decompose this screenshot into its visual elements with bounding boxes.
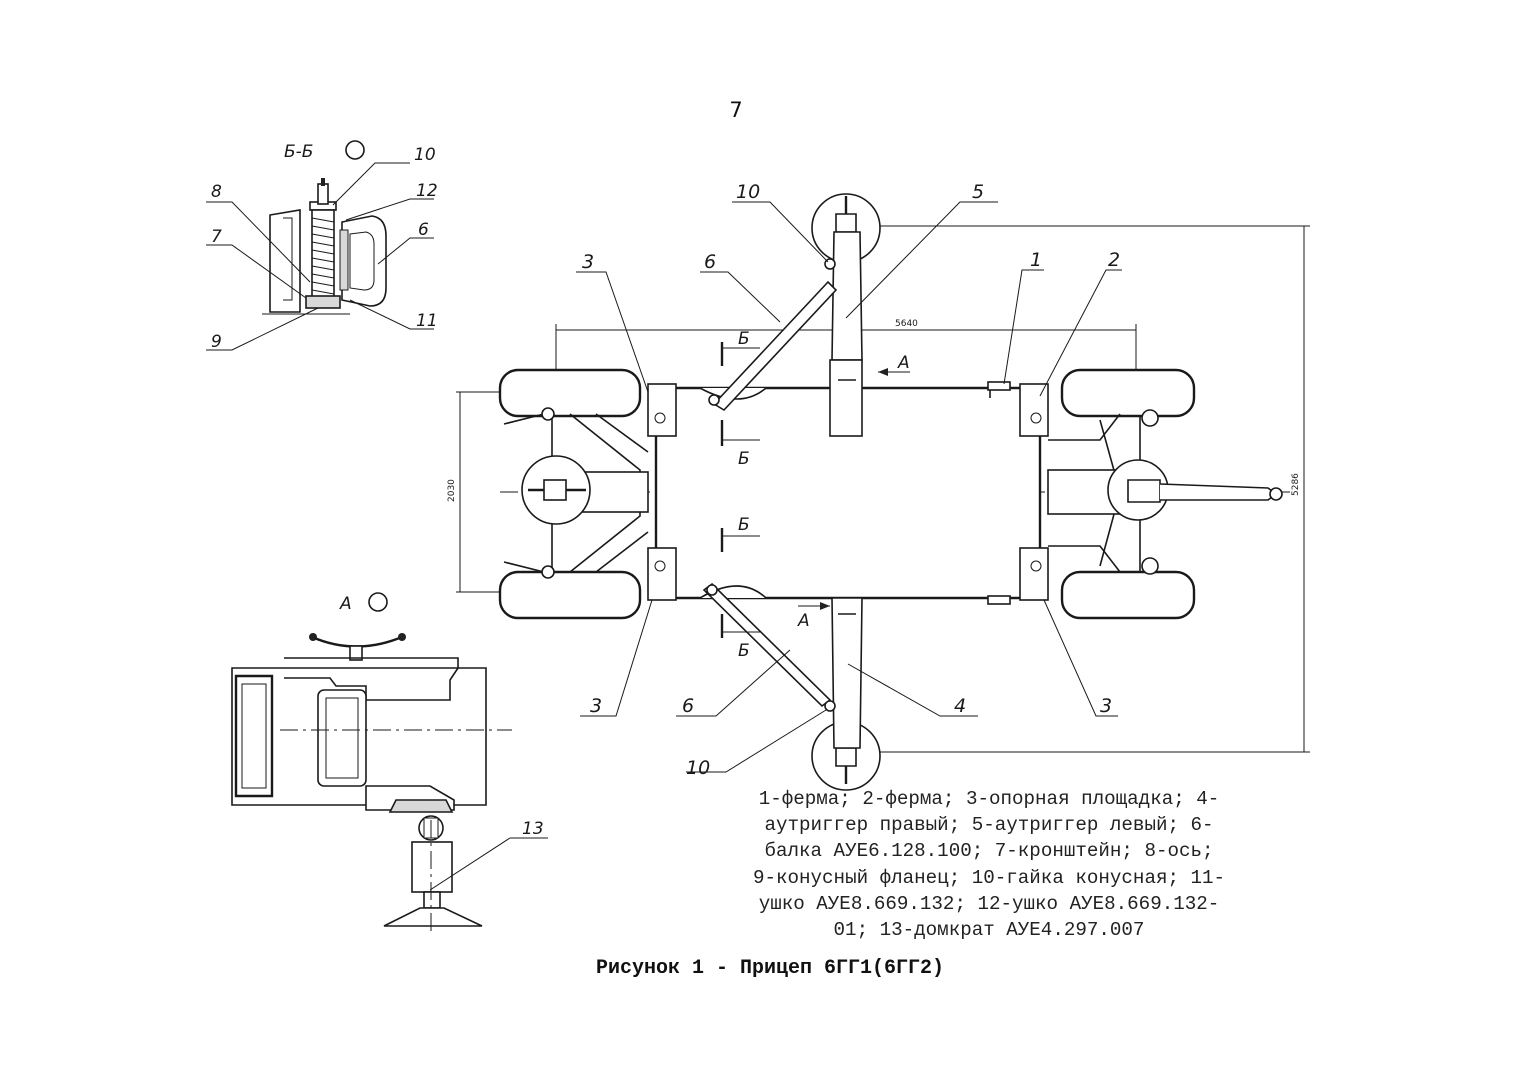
callout-10-top: 10	[736, 181, 760, 203]
section-bb-view: Б-Б	[206, 140, 438, 352]
page-number: 7	[729, 98, 743, 122]
dimension-length-value: 5640	[895, 319, 918, 329]
section-bb-symbol	[345, 140, 365, 160]
callout-6-bottom: 6	[682, 695, 694, 717]
callout-6-top: 6	[704, 251, 716, 273]
jack-foot	[383, 907, 483, 927]
view-a-symbol	[368, 592, 388, 612]
callout-9: 9	[211, 332, 222, 352]
figure-caption: Рисунок 1 - Прицеп 6ГГ1(6ГГ2)	[595, 957, 945, 980]
callout-7: 7	[211, 227, 222, 247]
outrigger-left	[811, 193, 881, 437]
section-mark-b-3: Б	[738, 515, 750, 535]
support-pads	[647, 383, 1049, 601]
outrigger-right	[811, 597, 881, 791]
section-marks: Б Б Б Б А А	[720, 329, 910, 661]
callout-leaders	[576, 201, 1122, 773]
section-mark-b-1: Б	[738, 329, 750, 349]
callout-8: 8	[211, 182, 222, 202]
beams	[702, 258, 838, 712]
dimension-span-value: 5286	[1291, 473, 1301, 496]
dimension-span: 5286	[870, 225, 1310, 753]
callout-10-bottom: 10	[686, 757, 710, 779]
callout-10: 10	[414, 145, 436, 165]
view-mark-a-1: А	[897, 353, 910, 373]
section-bb-title: Б-Б	[284, 142, 313, 162]
callout-2: 2	[1108, 249, 1120, 271]
view-mark-a-2: А	[797, 611, 810, 631]
section-mark-b-4: Б	[738, 641, 750, 661]
callout-5: 5	[972, 181, 984, 203]
callout-11: 11	[416, 311, 438, 331]
view-a: А 13	[231, 592, 548, 935]
front-axle-drawbar	[1047, 368, 1283, 620]
rear-axle	[498, 368, 649, 620]
parts-legend: 1-ферма; 2-ферма; 3-опорная площадка; 4-…	[752, 788, 1226, 942]
dimension-width-value: 2030	[447, 479, 457, 502]
callout-3-bottom: 3	[590, 695, 602, 717]
callout-6: 6	[418, 220, 429, 240]
callout-3-top: 3	[582, 251, 594, 273]
section-mark-b-2: Б	[738, 449, 750, 469]
callout-13: 13	[522, 819, 544, 839]
bracket-plate	[269, 209, 301, 313]
view-a-title: А	[339, 594, 352, 614]
trailer-plan-view: 5640 2030 5286	[447, 181, 1310, 791]
callout-4: 4	[954, 695, 966, 717]
callout-3-right: 3	[1100, 695, 1112, 717]
jack	[411, 841, 453, 893]
callout-1: 1	[1030, 249, 1042, 271]
callout-12: 12	[416, 181, 438, 201]
